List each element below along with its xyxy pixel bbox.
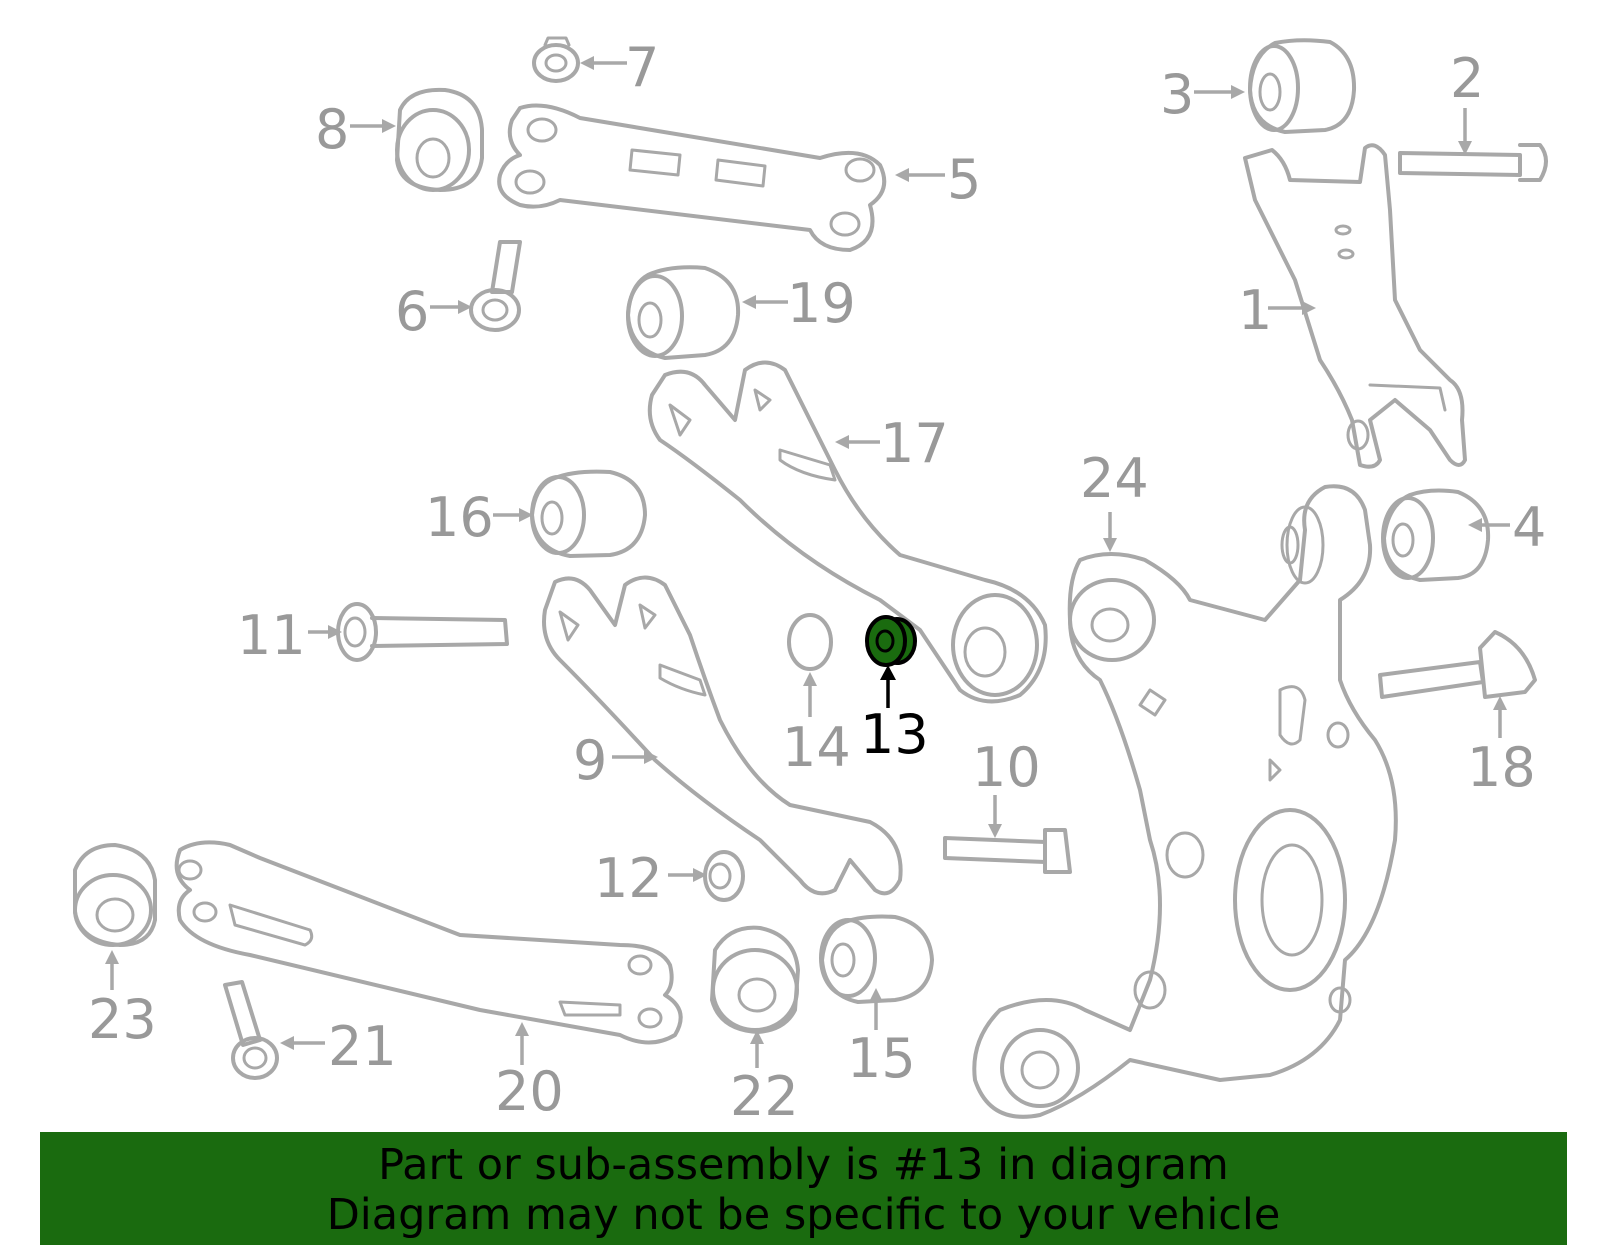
callout-17: 17 xyxy=(880,412,949,475)
part-23-bushing[interactable] xyxy=(73,843,157,947)
callout-11: 11 xyxy=(237,604,306,667)
part-15-bushing[interactable] xyxy=(819,914,934,1004)
part-24-knuckle[interactable] xyxy=(972,484,1398,1119)
callout-2: 2 xyxy=(1450,47,1484,110)
callout-18: 18 xyxy=(1467,736,1536,799)
part-6-bolt[interactable] xyxy=(469,240,522,332)
info-banner: Part or sub-assembly is #13 in diagram D… xyxy=(40,1132,1567,1245)
part-4-bushing[interactable] xyxy=(1381,488,1491,582)
callout-12: 12 xyxy=(594,847,663,910)
callout-23: 23 xyxy=(88,988,157,1051)
callout-14: 14 xyxy=(782,716,851,779)
callout-7: 7 xyxy=(625,36,659,99)
callout-16: 16 xyxy=(425,486,494,549)
callout-3: 3 xyxy=(1160,63,1194,126)
callout-20: 20 xyxy=(495,1060,564,1123)
callout-15: 15 xyxy=(847,1027,916,1090)
part-13-bushing-highlighted[interactable] xyxy=(865,615,917,667)
callout-1: 1 xyxy=(1238,279,1272,342)
banner-line-1: Part or sub-assembly is #13 in diagram xyxy=(378,1140,1229,1190)
part-12-nut[interactable] xyxy=(703,850,745,902)
callout-9: 9 xyxy=(573,729,607,792)
part-3-bushing[interactable] xyxy=(1248,38,1357,134)
callout-5: 5 xyxy=(947,148,981,211)
callout-24: 24 xyxy=(1080,447,1149,510)
part-22-bushing[interactable] xyxy=(710,925,800,1034)
part-5-upper-link[interactable] xyxy=(497,103,887,252)
part-2-bolt[interactable] xyxy=(1398,143,1548,182)
part-14-ring[interactable] xyxy=(787,613,833,671)
callout-6: 6 xyxy=(395,280,429,343)
part-10-bolt[interactable] xyxy=(943,828,1072,874)
part-19-bushing[interactable] xyxy=(626,265,741,360)
callout-22: 22 xyxy=(730,1065,799,1128)
part-8-bushing[interactable] xyxy=(395,87,484,192)
callout-13-highlighted: 13 xyxy=(860,703,929,766)
part-7-nut[interactable] xyxy=(532,36,580,83)
part-20-control-arm[interactable] xyxy=(174,840,683,1045)
callout-19: 19 xyxy=(787,272,856,335)
part-16-bushing[interactable] xyxy=(530,469,647,558)
part-21-bolt[interactable] xyxy=(223,980,279,1080)
part-11-bolt[interactable] xyxy=(336,602,509,662)
callout-4: 4 xyxy=(1512,496,1546,559)
part-17-control-arm[interactable] xyxy=(647,360,1048,704)
leader-arrows xyxy=(105,56,1510,1068)
callout-21: 21 xyxy=(328,1015,397,1078)
callout-8: 8 xyxy=(315,98,349,161)
part-18-bolt[interactable] xyxy=(1378,630,1537,699)
callout-10: 10 xyxy=(972,736,1041,799)
banner-line-2: Diagram may not be specific to your vehi… xyxy=(326,1190,1281,1240)
part-1-bracket[interactable] xyxy=(1243,143,1467,469)
callout-labels: 1 2 3 4 5 6 7 8 9 10 11 12 13 14 15 16 1… xyxy=(88,36,1546,1128)
part-9-control-arm[interactable] xyxy=(542,575,903,896)
